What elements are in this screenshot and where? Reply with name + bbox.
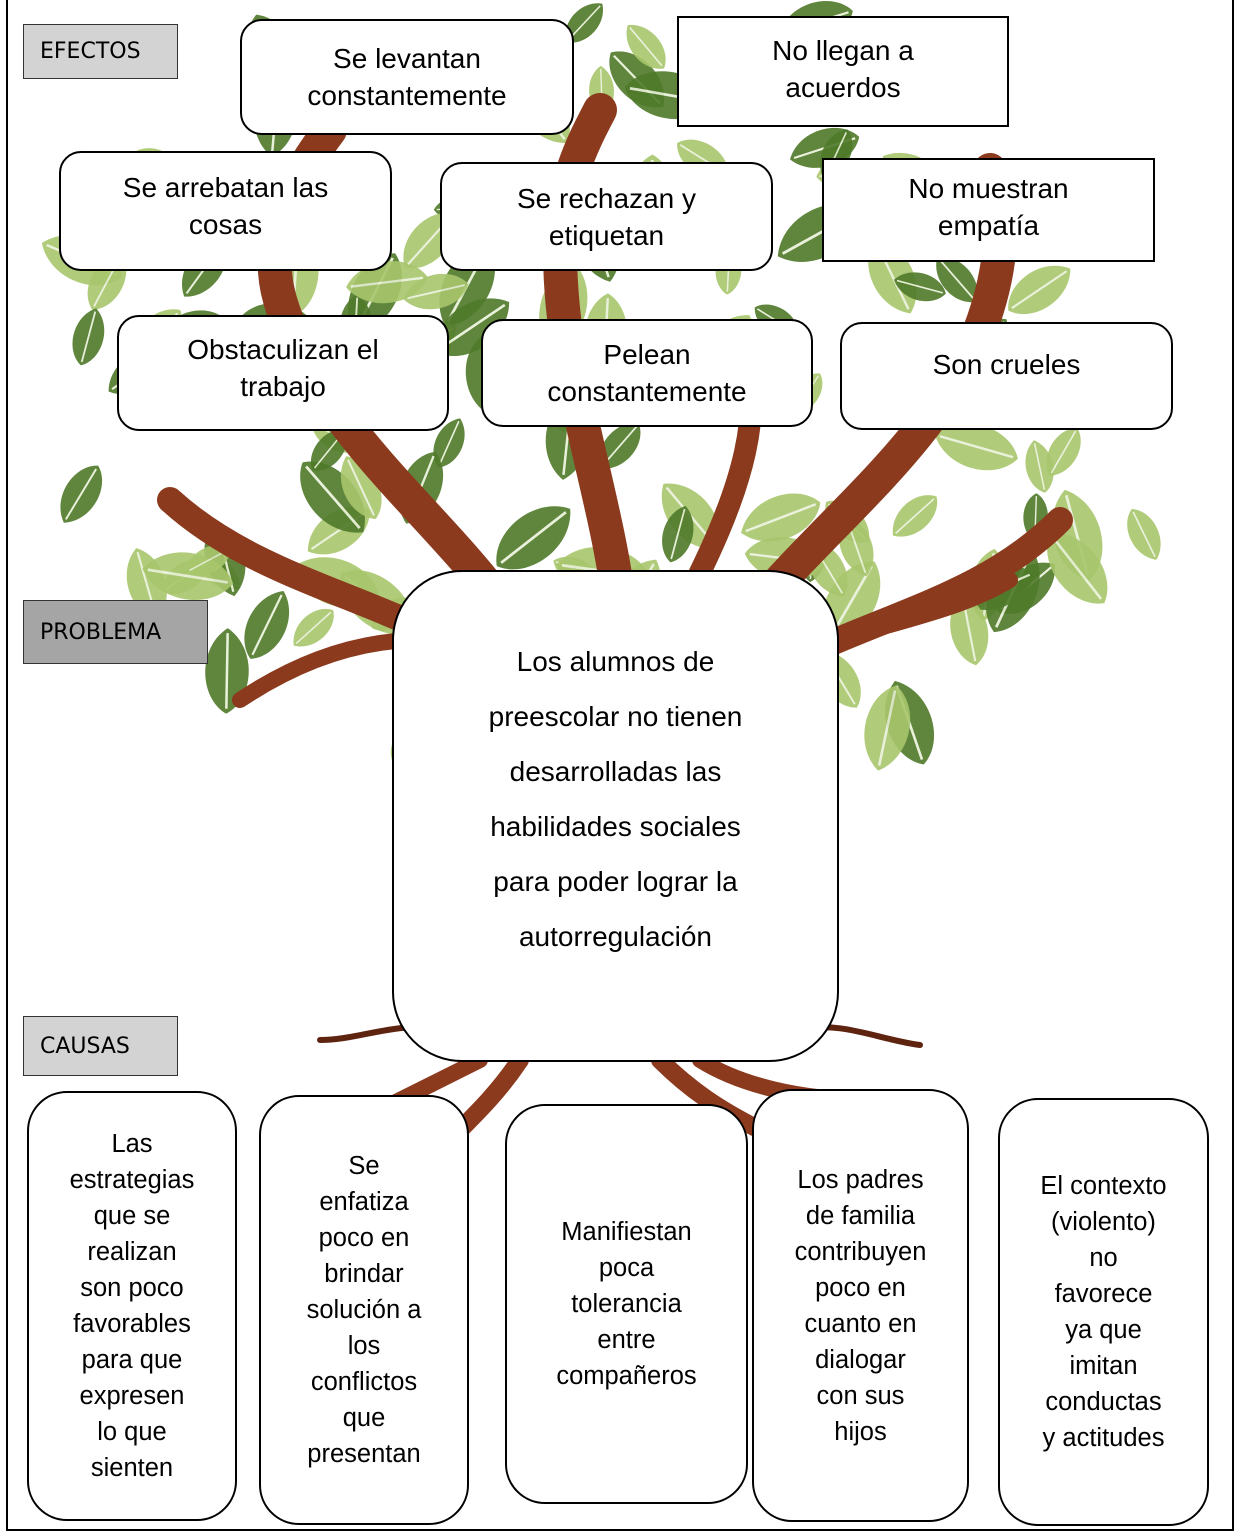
- problem-box: Los alumnos de preescolar no tienen desa…: [392, 570, 839, 1062]
- effect-box-1: Se levantan constantemente: [240, 19, 574, 135]
- cause-box-5: El contexto (violento) no favorece ya qu…: [998, 1098, 1209, 1526]
- effect-box-4: Se rechazan y etiquetan: [440, 162, 773, 271]
- leaf: [882, 484, 948, 548]
- effects-tag: EFECTOS: [23, 24, 178, 79]
- effect-box-5: No muestran empatía: [822, 158, 1155, 262]
- leaf: [1118, 501, 1171, 567]
- causes-tag: CAUSAS: [23, 1016, 178, 1076]
- cause-box-2: Se enfatiza poco en brindar solución a l…: [259, 1095, 469, 1525]
- problem-tag: PROBLEMA: [23, 600, 208, 664]
- effect-box-7: Pelean constantemente: [481, 319, 813, 427]
- cause-box-1: Las estrategias que se realizan son poco…: [27, 1091, 237, 1521]
- leaf: [48, 455, 114, 533]
- cause-box-3: Manifiestan poca tolerancia entre compañ…: [505, 1104, 748, 1504]
- effect-box-3: Se arrebatan las cosas: [59, 151, 392, 271]
- effect-box-8: Son crueles: [840, 322, 1173, 430]
- leaf: [65, 303, 112, 371]
- cause-box-4: Los padres de familia contribuyen poco e…: [752, 1089, 969, 1522]
- page-frame: [6, 0, 1234, 1531]
- effect-box-6: Obstaculizan el trabajo: [117, 315, 449, 431]
- effect-box-2: No llegan a acuerdos: [677, 16, 1009, 127]
